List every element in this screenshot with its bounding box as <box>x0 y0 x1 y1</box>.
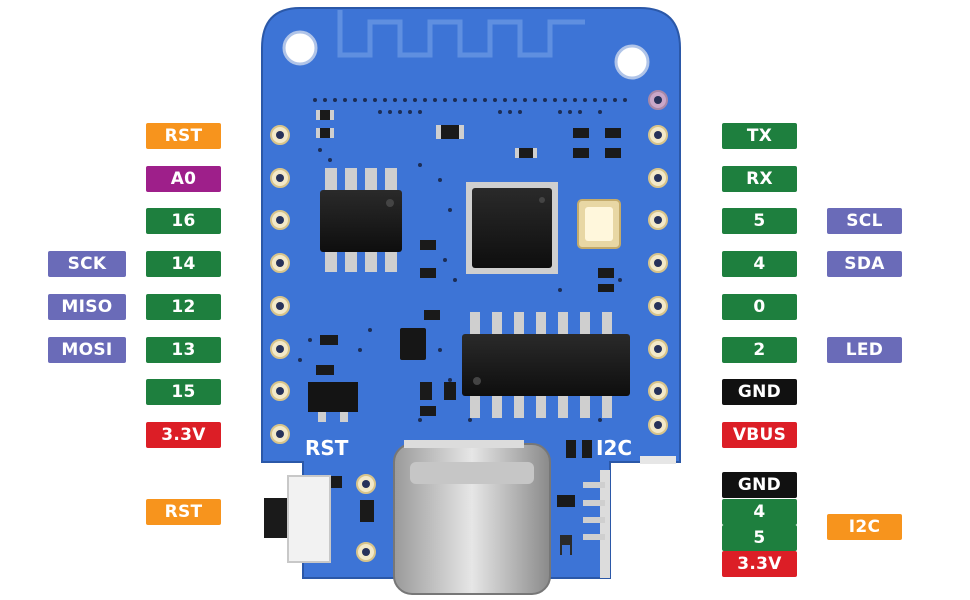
alt-label-miso: MISO <box>48 294 126 320</box>
mounting-hole <box>614 44 650 80</box>
left-header-pads <box>270 125 290 444</box>
rst-button-label: RST <box>146 499 221 525</box>
right-header-pads <box>648 90 668 435</box>
flash-chip <box>320 168 402 272</box>
pin-label-tx: TX <box>722 123 797 149</box>
pin-label-rst: RST <box>146 123 221 149</box>
alt-label-sck: SCK <box>48 251 126 277</box>
silk-rst-label: RST <box>305 436 349 460</box>
esp-chip <box>466 182 558 274</box>
pin-label-a0: A0 <box>146 166 221 192</box>
mounting-hole <box>282 30 318 66</box>
pin-label-13: 13 <box>146 337 221 363</box>
i2c-pin-gnd: GND <box>722 472 797 498</box>
pin-label-2: 2 <box>722 337 797 363</box>
alt-label-mosi: MOSI <box>48 337 126 363</box>
via-field <box>298 98 627 422</box>
regulator <box>308 382 358 412</box>
pin-label-12: 12 <box>146 294 221 320</box>
usb-serial-chip <box>470 312 612 418</box>
pin-label-14: 14 <box>146 251 221 277</box>
pin-label-16: 16 <box>146 208 221 234</box>
pin-label-gnd: GND <box>722 379 797 405</box>
i2c-pin-5: 5 <box>722 525 797 551</box>
i2c-connector-body <box>583 456 676 578</box>
pin-label-0: 0 <box>722 294 797 320</box>
pin-label-3v3: 3.3V <box>146 422 221 448</box>
pin-label-vbus: VBUS <box>722 422 797 448</box>
reset-button-body <box>264 475 331 563</box>
silk-i2c-label: I2C <box>596 436 633 460</box>
alt-label-led: LED <box>827 337 902 363</box>
transistor <box>400 328 426 360</box>
alt-label-scl: SCL <box>827 208 902 234</box>
i2c-group-label: I2C <box>827 514 902 540</box>
i2c-pin-4: 4 <box>722 499 797 525</box>
pin-label-rx: RX <box>722 166 797 192</box>
pin-label-15: 15 <box>146 379 221 405</box>
antenna-trace <box>337 10 585 58</box>
pin-label-5: 5 <box>722 208 797 234</box>
smd-parts <box>316 110 621 555</box>
i2c-pin-3v3: 3.3V <box>722 551 797 577</box>
pin-label-4: 4 <box>722 251 797 277</box>
alt-label-sda: SDA <box>827 251 902 277</box>
